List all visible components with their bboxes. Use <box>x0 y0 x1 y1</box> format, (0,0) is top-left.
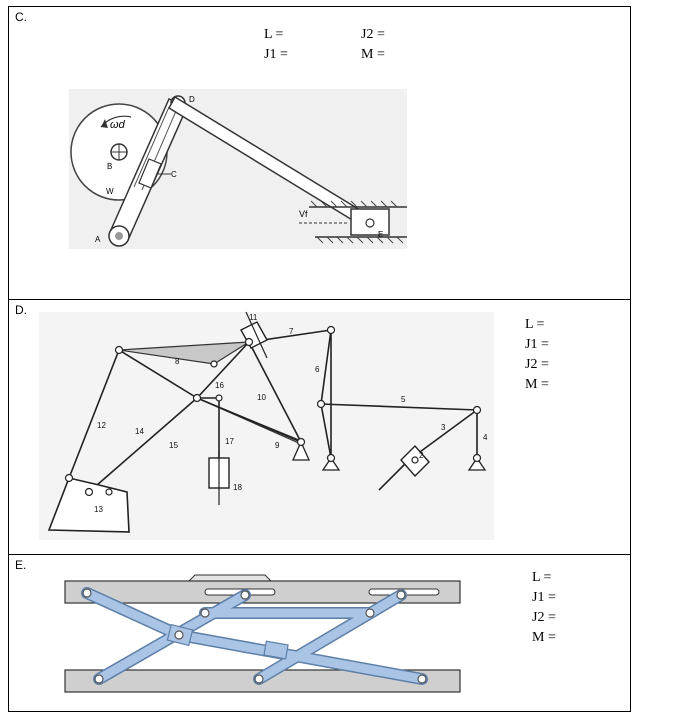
num-3: 3 <box>441 423 446 432</box>
num-11: 11 <box>249 313 258 322</box>
var-l: L = <box>264 27 284 42</box>
pivot-pins <box>82 588 427 684</box>
label-a: A <box>95 235 101 244</box>
joints <box>64 325 482 497</box>
var-m: M = <box>532 630 556 645</box>
num-6: 6 <box>315 365 320 374</box>
panel-e: E. L = J1 = J2 = M = <box>8 554 631 712</box>
var-l: L = <box>532 570 552 585</box>
mechanism-d-diagram: 2 3 4 5 6 7 8 9 10 11 12 13 14 15 16 17 … <box>39 311 494 540</box>
label-d: D <box>189 95 195 104</box>
panel-d-label: D. <box>15 303 27 317</box>
lever-slot <box>133 106 170 188</box>
num-15: 15 <box>169 441 178 450</box>
var-j1: J1 = <box>532 590 556 605</box>
arrowhead-icon <box>101 119 108 128</box>
panel-d: D. L = J1 = J2 = M = <box>8 299 631 555</box>
num-2: 2 <box>419 451 424 460</box>
panel-e-label: E. <box>15 558 27 572</box>
label-e: E <box>378 230 383 239</box>
guide-11 <box>245 311 268 359</box>
label-c: C <box>171 170 177 179</box>
slider-c <box>138 158 162 189</box>
num-13: 13 <box>94 505 103 514</box>
label-omega: ωd <box>110 119 126 131</box>
num-4: 4 <box>483 433 488 442</box>
var-j1: J1 = <box>525 337 549 352</box>
pivot-a-core <box>115 232 123 240</box>
num-18: 18 <box>233 483 242 492</box>
var-j2: J2 = <box>525 357 549 372</box>
num-7: 7 <box>289 327 294 336</box>
panel-c-label: C. <box>15 10 27 24</box>
label-vf: Vf <box>299 209 308 219</box>
num-9: 9 <box>275 441 280 450</box>
var-m: M = <box>525 377 549 392</box>
var-j2: J2 = <box>361 27 385 42</box>
mid-block <box>263 640 289 660</box>
panel-d-vars: L = J1 = J2 = M = <box>525 315 549 395</box>
num-14: 14 <box>135 427 144 436</box>
panel-c: C. L = J1 = J2 = M = <box>8 6 631 300</box>
top-platform-pad <box>187 574 273 582</box>
var-l: L = <box>525 317 545 332</box>
link-number-labels: 2 3 4 5 6 7 8 9 10 11 12 13 14 15 16 17 … <box>94 313 488 514</box>
label-b: B <box>107 162 112 171</box>
slider-e <box>350 208 390 236</box>
num-10: 10 <box>257 393 266 402</box>
link-8-plate <box>118 341 250 365</box>
num-5: 5 <box>401 395 406 404</box>
mechanism-e-diagram <box>64 574 461 693</box>
pin-e <box>365 218 375 228</box>
panel-c-vars-right: J2 = M = <box>361 25 385 65</box>
num-16: 16 <box>215 381 224 390</box>
label-w: W <box>106 187 114 196</box>
mechanism-links <box>68 329 478 493</box>
var-j2: J2 = <box>532 610 556 625</box>
var-j1: J1 = <box>264 47 288 62</box>
panel-e-vars: L = J1 = J2 = M = <box>532 568 556 648</box>
num-17: 17 <box>225 437 234 446</box>
panel-c-vars-left: L = J1 = <box>264 25 288 65</box>
mechanism-c-diagram: ωd B C D W A E Vf <box>69 89 407 249</box>
guide-hatching <box>310 200 404 244</box>
num-8: 8 <box>175 357 180 366</box>
num-12: 12 <box>97 421 106 430</box>
ground-supports <box>291 440 487 471</box>
var-m: M = <box>361 47 385 62</box>
